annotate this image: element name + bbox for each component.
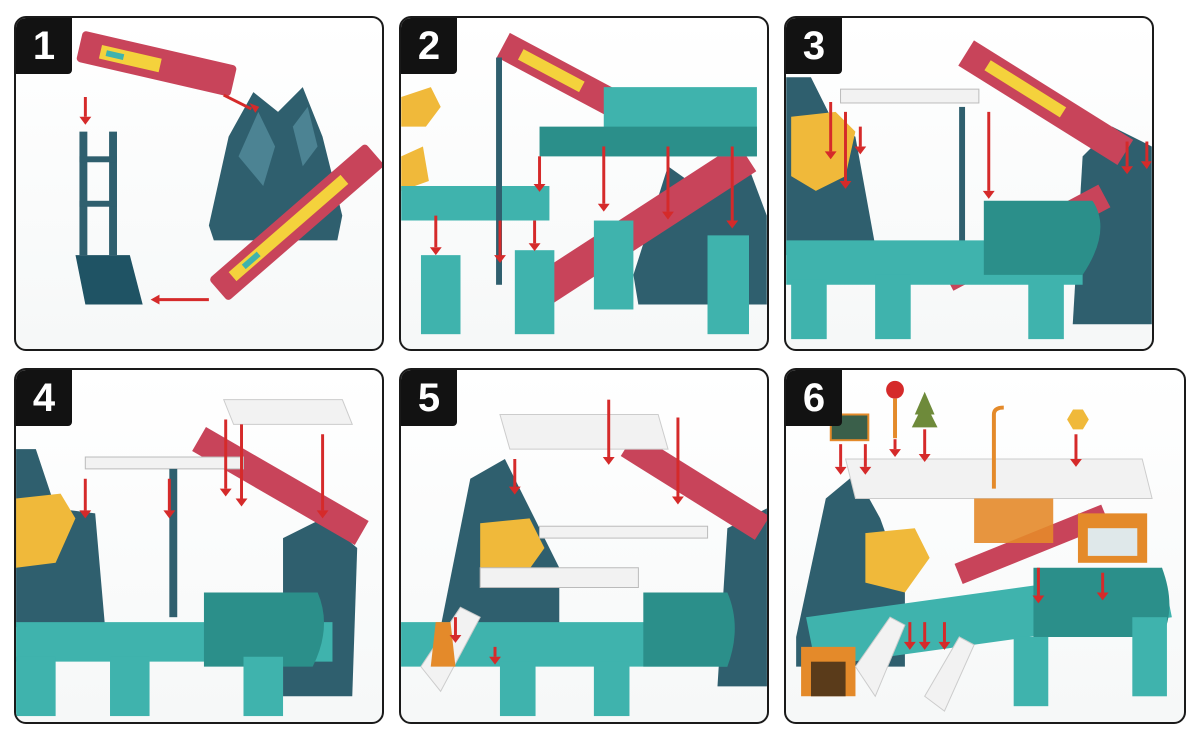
step-5-illustration (401, 399, 767, 717)
step-6-illustration (796, 380, 1172, 712)
step-panel-4: 4 (14, 368, 384, 724)
step-2-illustration (401, 32, 767, 335)
step-panel-2: 2 (399, 16, 769, 351)
step-panel-3: 3 (784, 16, 1154, 351)
step-number-badge: 1 (16, 18, 72, 74)
step-panel-6: 6 (784, 368, 1186, 724)
step-panel-5: 5 (399, 368, 769, 724)
step-number-badge: 3 (786, 18, 842, 74)
step-panel-1: 1 (14, 16, 384, 351)
step-number-badge: 2 (401, 18, 457, 74)
step-number-badge: 5 (401, 370, 457, 426)
step-4-illustration (16, 399, 369, 717)
step-1-illustration (75, 31, 382, 305)
step-3-illustration (786, 40, 1152, 340)
step-number-badge: 4 (16, 370, 72, 426)
step-number-badge: 6 (786, 370, 842, 426)
